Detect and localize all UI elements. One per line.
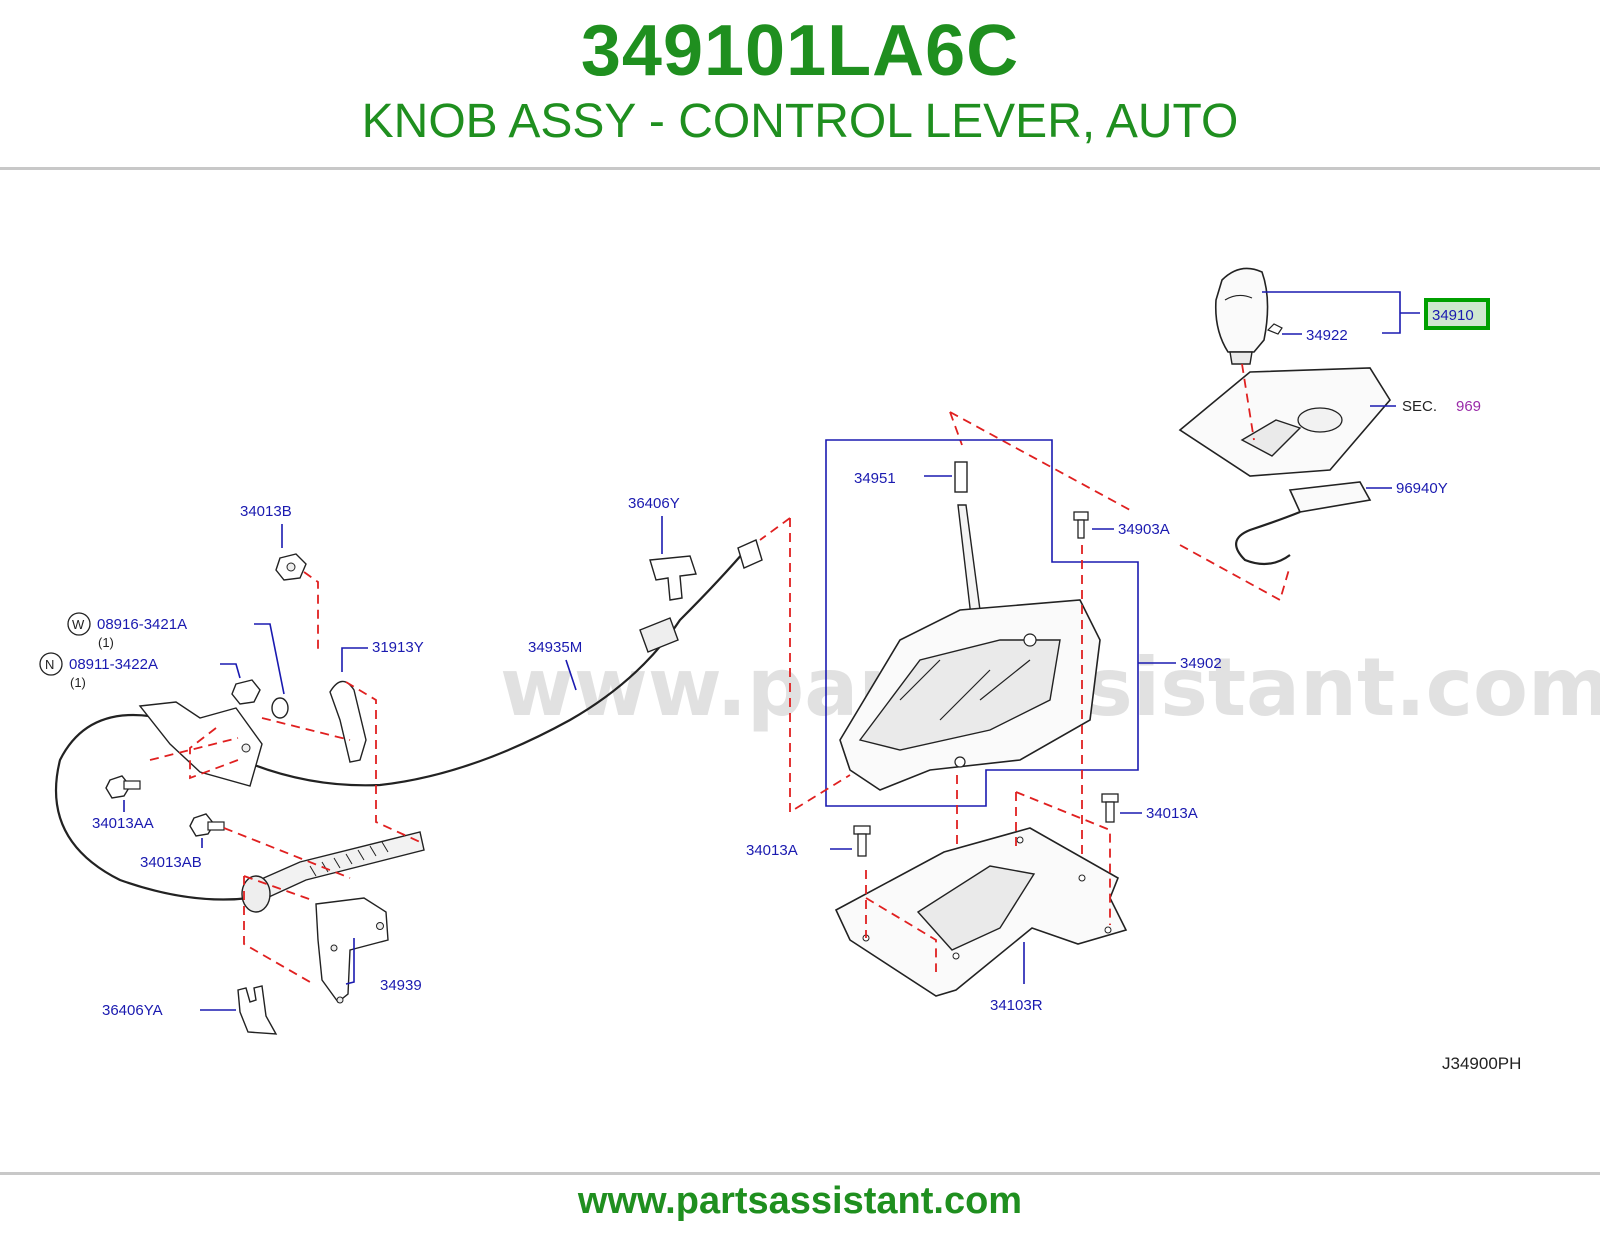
label-36406YA[interactable]: 36406YA <box>102 1002 163 1019</box>
label-qty-08911: (1) <box>70 675 86 690</box>
label-08916-3421A[interactable]: 08916-3421A <box>97 616 187 633</box>
footer-website-link[interactable]: www.partsassistant.com <box>577 1180 1023 1222</box>
label-34910[interactable]: 34910 <box>1432 307 1474 324</box>
page-header: 349101LA6C KNOB ASSY - CONTROL LEVER, AU… <box>0 0 1600 170</box>
bolt-34013AB-icon <box>189 813 225 837</box>
bracket-34939-drawing <box>315 897 389 1004</box>
w-circle-icon <box>67 612 91 636</box>
label-n-circle: N <box>45 657 54 672</box>
label-34013A-right[interactable]: 34013A <box>1146 805 1198 822</box>
knob-assembly-drawing <box>1214 267 1283 365</box>
label-08911-3422A[interactable]: 08911-3422A <box>69 656 158 673</box>
n-circle-icon <box>39 652 63 676</box>
bolt-34013A-left-icon <box>853 825 871 857</box>
nut-34013B-icon <box>275 553 307 581</box>
label-34939[interactable]: 34939 <box>380 977 422 994</box>
leader-34935M <box>565 659 577 691</box>
label-sec-969[interactable]: 969 <box>1456 398 1481 415</box>
leader-31913Y <box>341 647 368 672</box>
leader-34939 <box>345 938 355 985</box>
diagram-code: J34900PH <box>1442 1054 1521 1073</box>
clip-36406YA-drawing <box>237 985 278 1035</box>
label-34013A-left[interactable]: 34013A <box>746 842 798 859</box>
header-divider <box>0 167 1600 170</box>
bolt-34013AA-icon <box>105 775 141 799</box>
label-34903A[interactable]: 34903A <box>1118 521 1170 538</box>
footer-divider <box>0 1172 1600 1175</box>
label-34902[interactable]: 34902 <box>1180 655 1222 672</box>
part-number-title: 349101LA6C <box>580 11 1020 91</box>
label-34013AB[interactable]: 34013AB <box>140 854 202 871</box>
label-96940Y[interactable]: 96940Y <box>1396 480 1448 497</box>
label-34103R[interactable]: 34103R <box>990 997 1043 1014</box>
bolt-34903A-icon <box>1073 511 1089 539</box>
part-name-subtitle: KNOB ASSY - CONTROL LEVER, AUTO <box>361 95 1239 148</box>
shifter-lever-drawing <box>839 461 1101 791</box>
cable-bracket-drawing <box>138 701 263 787</box>
label-31913Y[interactable]: 31913Y <box>372 639 424 656</box>
label-36406Y[interactable]: 36406Y <box>628 495 680 512</box>
label-34935M[interactable]: 34935M <box>528 639 582 656</box>
highlighted-part-box[interactable] <box>1424 298 1490 330</box>
bracket-31913Y-drawing <box>329 680 367 763</box>
label-sec: SEC. <box>1402 398 1437 415</box>
label-w-circle: W <box>72 617 85 632</box>
label-34922[interactable]: 34922 <box>1306 327 1348 344</box>
leader-washer <box>254 623 285 695</box>
label-34013AA[interactable]: 34013AA <box>92 815 154 832</box>
label-qty-08916: (1) <box>98 635 114 650</box>
base-plate-drawing <box>834 827 1128 997</box>
label-34013B[interactable]: 34013B <box>240 503 292 520</box>
control-cable-drawing <box>54 539 763 913</box>
bolt-34013A-right-icon <box>1101 793 1119 823</box>
washer-nut-icon <box>231 679 289 719</box>
label-34951[interactable]: 34951 <box>854 470 896 487</box>
leader-nut <box>220 663 241 679</box>
clip-36406Y-drawing <box>649 555 697 601</box>
shifter-group-box <box>825 439 1139 807</box>
indicator-panel-drawing <box>1178 367 1391 566</box>
